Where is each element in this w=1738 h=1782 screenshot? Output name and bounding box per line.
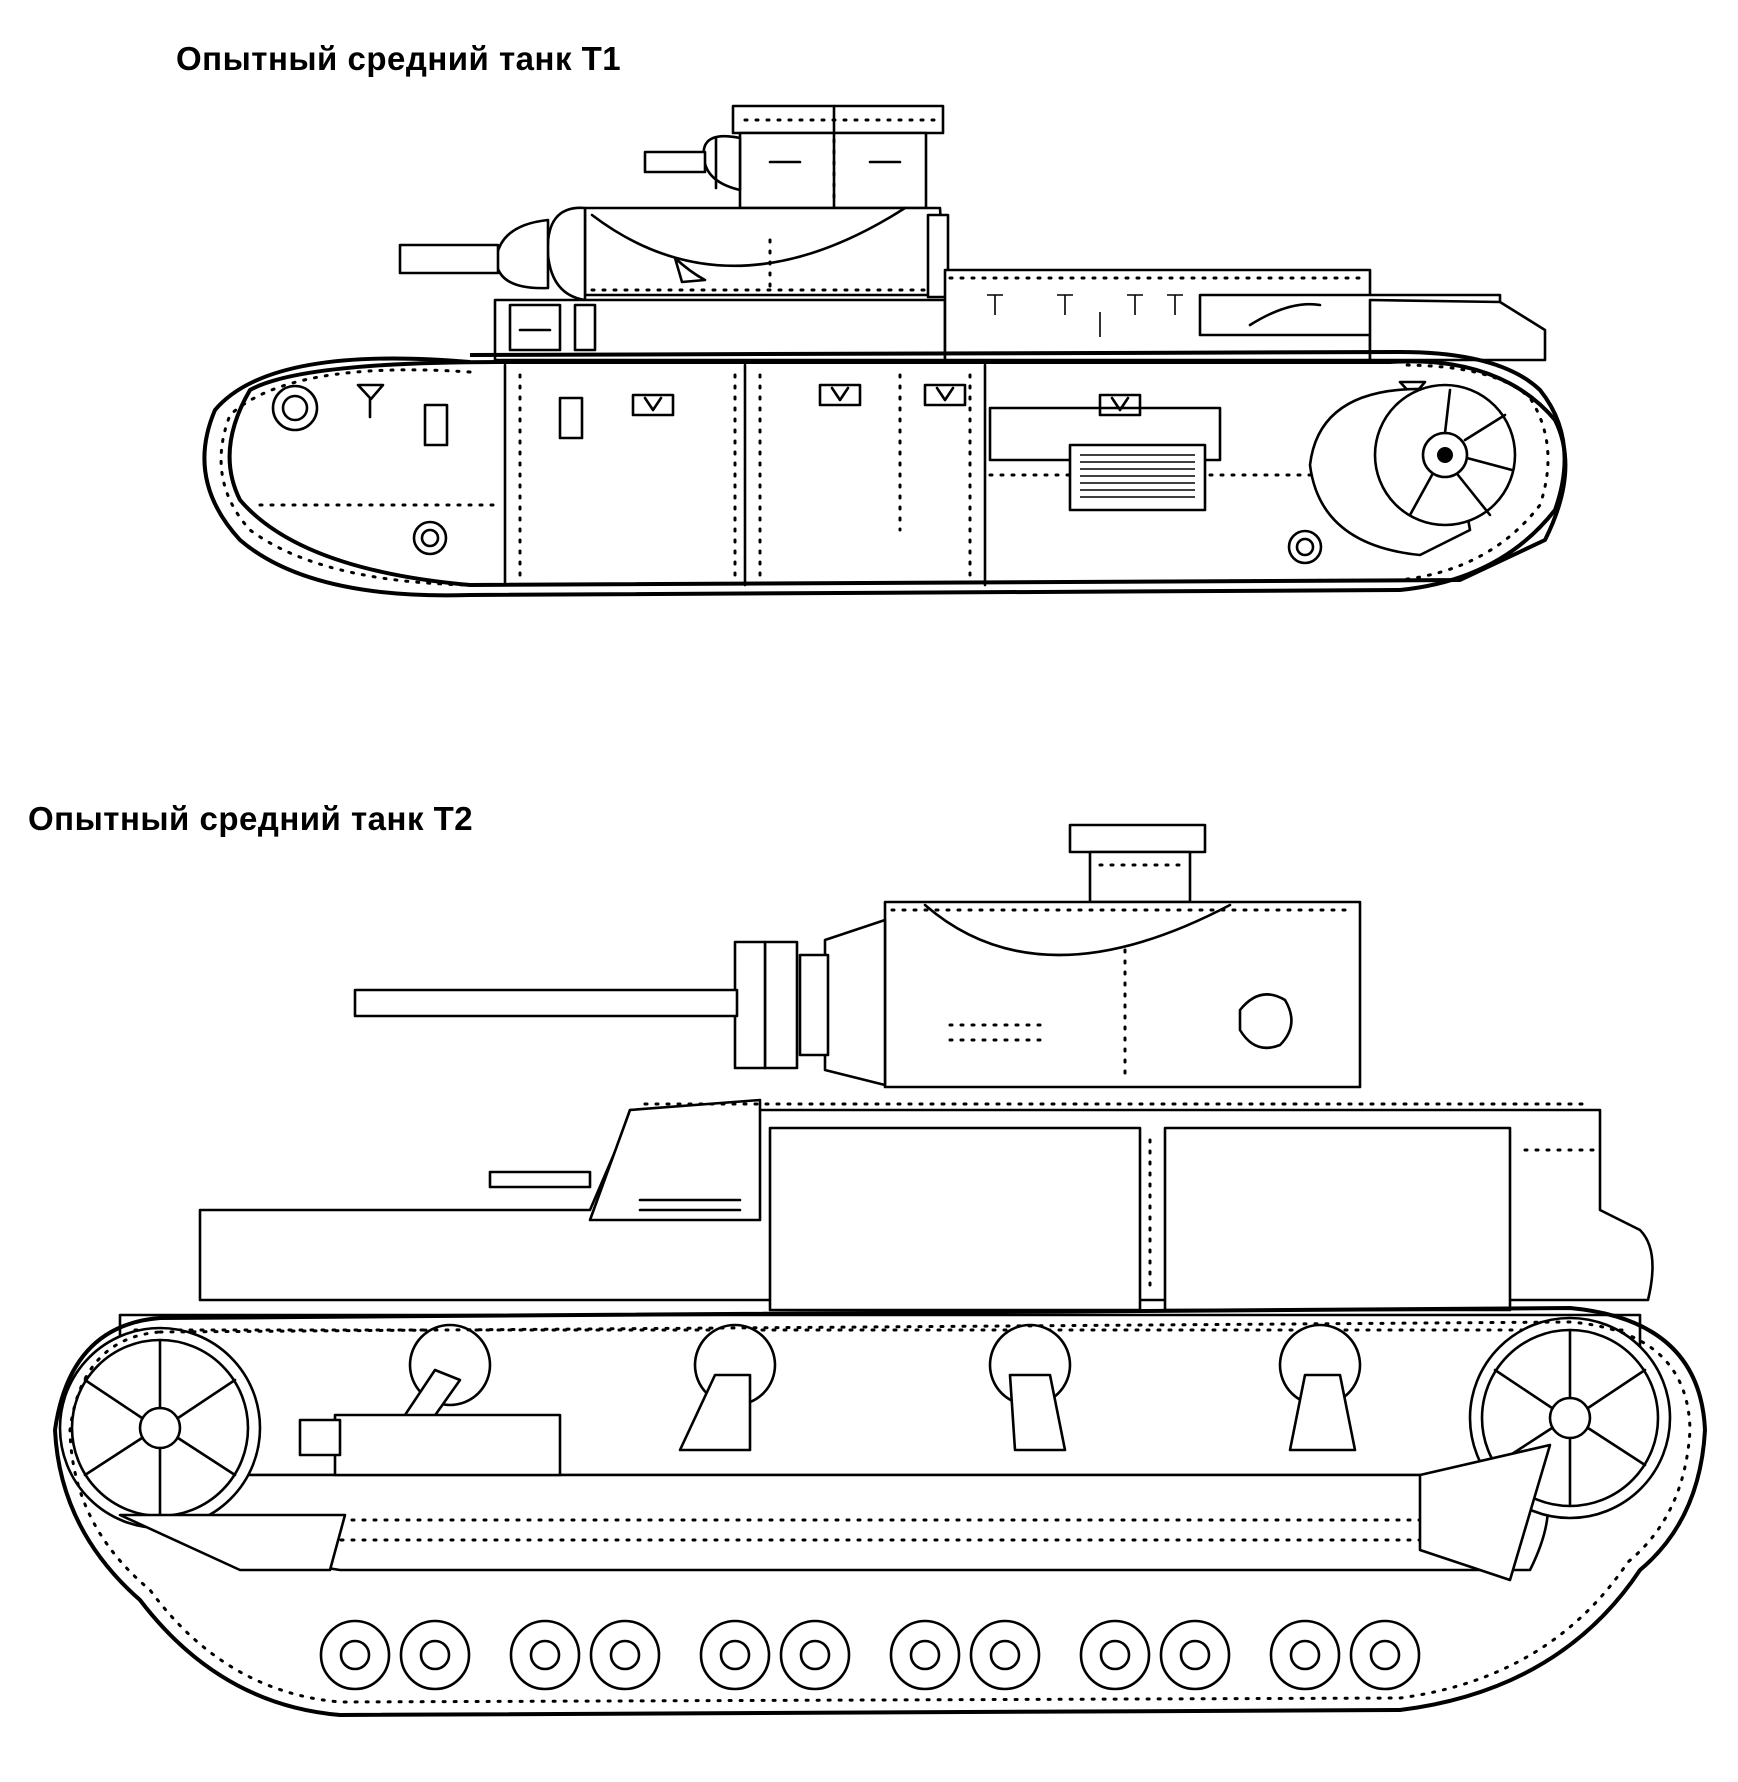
caption-t1: Опытный средний танк Т1 <box>176 40 622 77</box>
t1-tank-drawing <box>202 104 1568 598</box>
t1-hull-side <box>227 359 1568 587</box>
t2-idler-wheel <box>1418 1316 1672 1582</box>
t2-track <box>53 1306 1707 1717</box>
t2-main-gun <box>353 918 887 1087</box>
caption-t2: Опытный средний танк Т2 <box>28 800 474 837</box>
t1-upper-gun-mantlet <box>643 134 742 192</box>
t1-main-gun <box>398 206 587 302</box>
t2-tank-drawing <box>53 823 1707 1717</box>
t2-hull-side <box>118 1313 1642 1572</box>
t1-hull-superstructure <box>493 268 1547 362</box>
t2-drive-wheel <box>58 1326 347 1572</box>
t1-upper-turret <box>731 104 945 210</box>
t2-turret <box>883 823 1362 1089</box>
t1-track <box>202 350 1567 598</box>
t2-road-wheels <box>319 1619 1421 1691</box>
t1-main-turret <box>583 206 950 299</box>
t2-hull-superstructure <box>198 1098 1654 1312</box>
